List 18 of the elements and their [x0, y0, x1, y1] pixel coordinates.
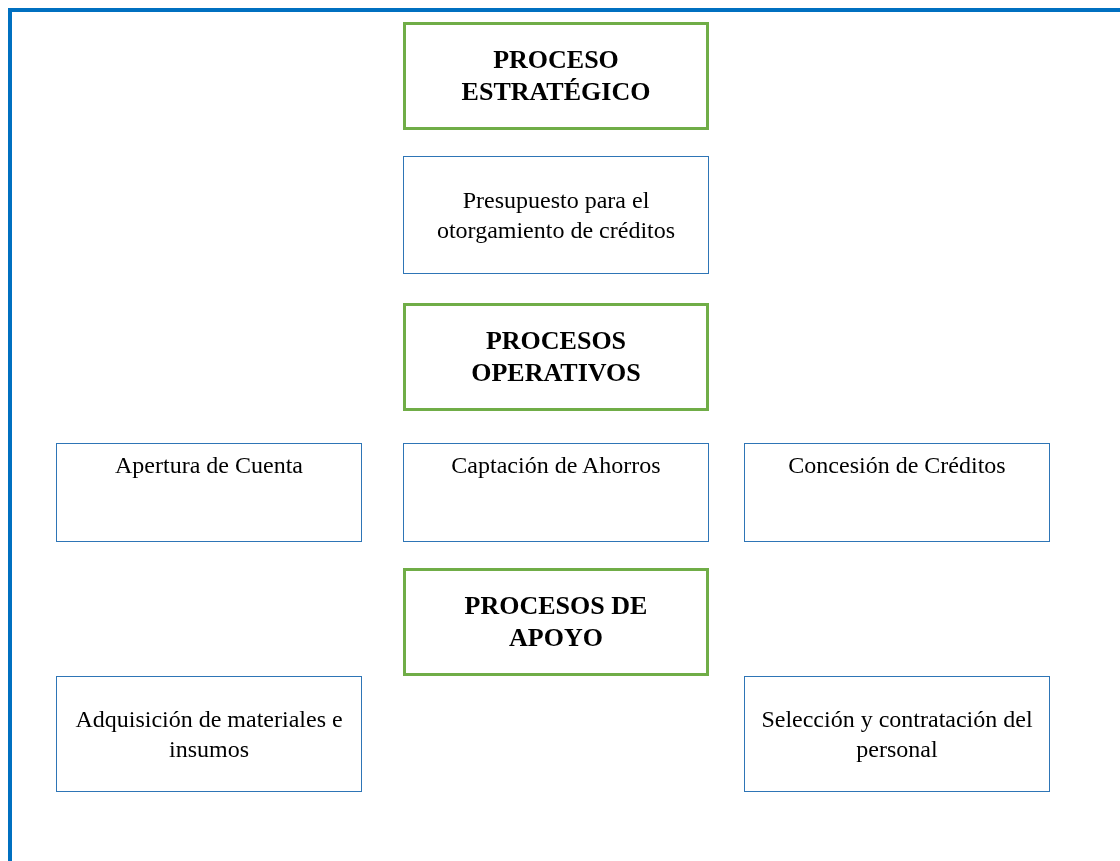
process-label: Concesión de Créditos	[788, 451, 1006, 480]
process-label: Adquisición de materiales e insumos	[74, 705, 344, 764]
heading-text: PROCESOS OPERATIVOS	[470, 324, 642, 389]
process-box	[403, 443, 709, 542]
section-heading-box	[403, 568, 709, 676]
section-heading-box	[403, 303, 709, 411]
process-label: Selección y contratación del personal	[760, 705, 1034, 764]
process-box	[56, 676, 362, 792]
process-box	[744, 676, 1050, 792]
process-box	[403, 156, 709, 274]
heading-text: PROCESO ESTRATÉGICO	[460, 43, 652, 108]
process-label: Captación de Ahorros	[451, 451, 661, 480]
process-label: Apertura de Cuenta	[115, 451, 303, 480]
heading-text: PROCESOS DE APOYO	[463, 589, 649, 654]
process-label: Presupuesto para el otorgamiento de créditos	[435, 186, 677, 245]
section-heading-box	[403, 22, 709, 130]
process-box	[744, 443, 1050, 542]
process-box	[56, 443, 362, 542]
